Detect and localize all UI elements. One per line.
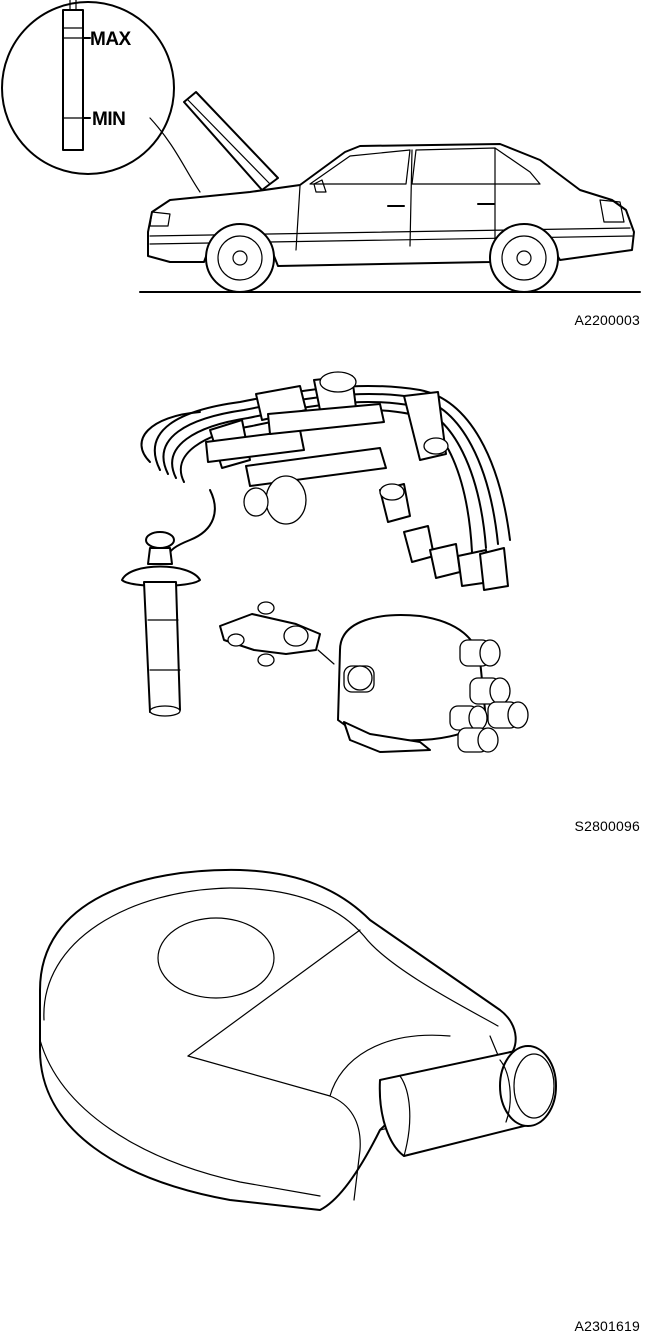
figure-code-a2200003: A2200003	[574, 312, 640, 328]
figure-code-a2301619: A2301619	[574, 1318, 640, 1334]
figure-code-s2800096: S2800096	[574, 818, 640, 834]
min-level-label: MIN	[92, 109, 126, 130]
ignition-lead-set	[140, 371, 511, 591]
distributor-cap	[337, 614, 529, 753]
coolant-reservoir-gauge	[62, 0, 91, 151]
figure-ignition-components	[0, 350, 656, 810]
distributor-rotor	[219, 601, 335, 667]
inset-leader-line	[149, 117, 201, 193]
inset-circle	[1, 1, 175, 175]
tank-cap-illustration	[39, 868, 557, 1211]
figure-car-coolant-level: MAX MIN	[0, 0, 656, 300]
figure-tank-cap	[0, 860, 656, 1310]
front-wheel	[205, 223, 275, 293]
coil-lead-connector	[121, 531, 201, 717]
rear-wheel	[489, 223, 559, 293]
car-illustration	[1, 0, 641, 293]
max-level-label: MAX	[90, 29, 131, 50]
expansion-tank-cap	[39, 868, 557, 1211]
ignition-illustration	[121, 371, 529, 753]
